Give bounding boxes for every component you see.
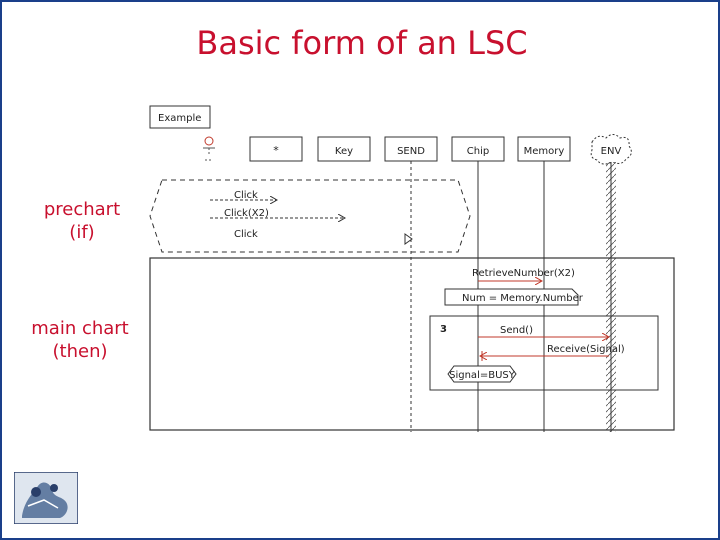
condition-label: Signal=BUSY [449,370,516,381]
prechart-message-2-label: Click(X2) [224,208,269,219]
prechart-label-line2: (if) [69,222,95,243]
main-chart-label: main chart (then) [20,317,140,363]
instance-label-chip: Chip [467,146,489,157]
chart-name-box [149,105,211,129]
send-message-label: Send() [500,325,533,336]
prechart-message-1-label: Click [234,190,258,201]
main-chart-box [149,257,675,431]
main-label-line1: main chart [31,318,129,339]
loop-count: 3 [440,324,447,335]
prechart-label: prechart (if) [32,198,132,244]
retrieve-message-label: RetrieveNumber(X2) [472,268,575,279]
instance-label-memory: Memory [524,146,565,157]
loop-box [429,315,659,391]
slide-title: Basic form of an LSC [196,24,528,62]
instance-box-chip [451,136,505,162]
prechart-message-3-label: Click [234,229,258,240]
instance-box-env [590,134,632,165]
action-box [444,288,579,306]
prechart-label-line1: prechart [43,199,121,220]
instance-label-star: * [273,144,279,157]
action-box-label: Num = Memory.Number [462,293,584,304]
prechart-hexagon [149,179,471,253]
instance-box-send [384,136,438,162]
instance-label-key: Key [335,146,353,157]
chart-name-text: Example [158,113,201,124]
instance-box-star [249,136,303,162]
instance-box-key [317,136,371,162]
condition-hexagon [447,365,517,383]
actor-icon [203,136,215,161]
receive-message-label: Receive(Signal) [547,344,625,355]
prechart-message-3-arrow [404,233,413,245]
instance-label-send: SEND [397,146,425,157]
main-label-line2: (then) [52,341,108,362]
institution-logo [14,472,78,524]
instance-label-env: ENV [601,146,622,157]
